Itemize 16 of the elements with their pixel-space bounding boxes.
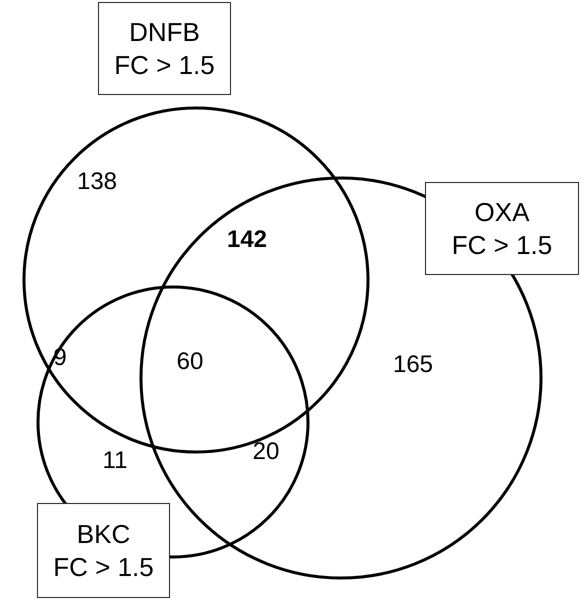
count-label: 60 <box>176 348 204 376</box>
count-label: 165 <box>392 351 434 379</box>
count-label: 20 <box>252 438 280 466</box>
threshold-text: FC > 1.5 <box>452 228 552 261</box>
label-box <box>98 2 231 95</box>
threshold-text: FC > 1.5 <box>114 48 215 81</box>
set-name: OXA <box>474 196 530 228</box>
label-box <box>425 182 579 275</box>
threshold-text: FC > 1.5 <box>53 550 154 583</box>
set-name: DNFB <box>129 16 200 48</box>
label-box <box>37 503 170 598</box>
count-label: 138 <box>76 168 118 196</box>
set-circle <box>36 286 310 558</box>
count-label: 142 <box>226 226 268 254</box>
count-label: 11 <box>102 447 128 475</box>
set-name: BKC <box>76 518 130 550</box>
